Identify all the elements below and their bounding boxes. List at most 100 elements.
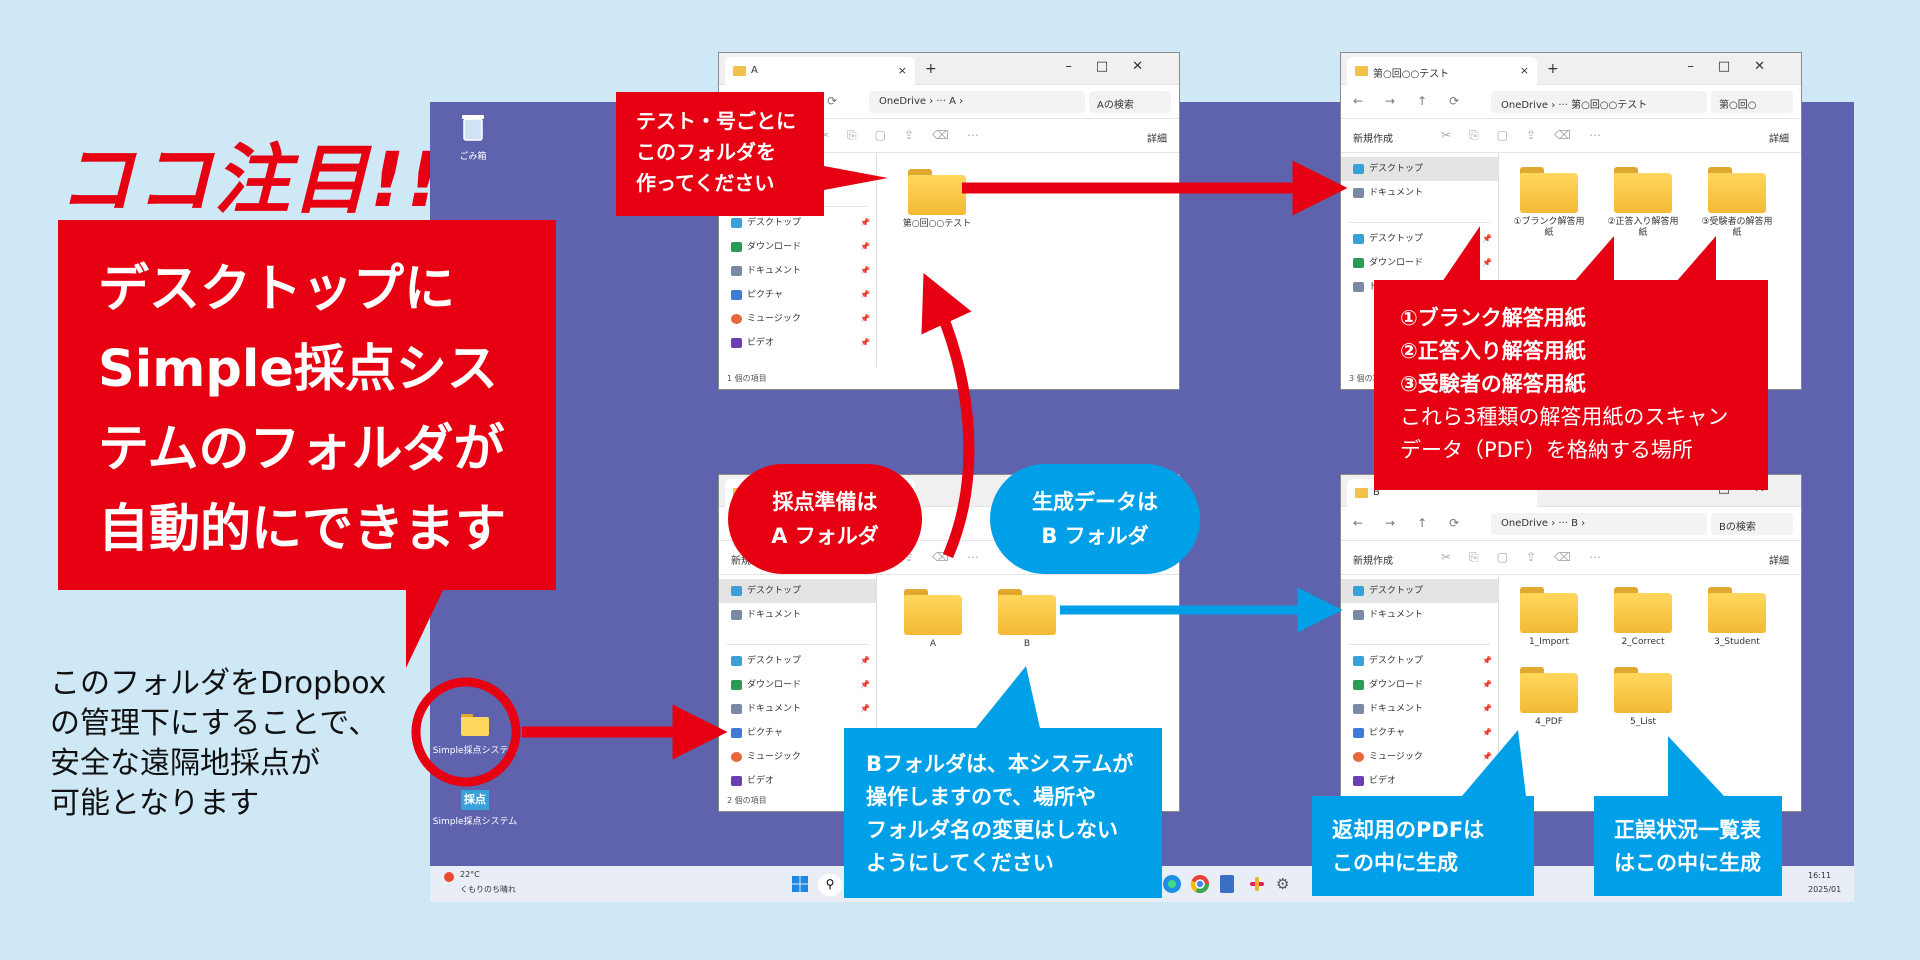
- nav-documents-tree[interactable]: ドキュメント: [719, 603, 876, 627]
- new-tab-button[interactable]: +: [1547, 61, 1559, 77]
- music-icon: [1353, 752, 1364, 762]
- pin-icon: 📌: [860, 290, 870, 299]
- nav-desktop-tree[interactable]: デスクトップ: [719, 579, 876, 603]
- picture-icon: [731, 728, 742, 738]
- address-bar[interactable]: OneDrive › ··· B ›: [1491, 513, 1707, 535]
- nav-desktop-tree[interactable]: デスクトップ: [1341, 157, 1498, 181]
- folder-a[interactable]: A: [895, 589, 971, 650]
- new-button[interactable]: 新規作成: [1353, 556, 1393, 567]
- nav-downloads[interactable]: ダウンロード📌: [1341, 673, 1498, 697]
- folder-icon: [908, 169, 966, 215]
- desktop-icon: [1353, 164, 1364, 174]
- new-tab-button[interactable]: +: [925, 61, 937, 77]
- nav-documents[interactable]: ドキュメント📌: [719, 697, 876, 721]
- nav-pictures[interactable]: ピクチャ📌: [719, 283, 876, 307]
- nav-buttons[interactable]: ←→↑⟳: [1353, 94, 1482, 108]
- desktop-icon: [731, 656, 742, 666]
- nav-downloads[interactable]: ダウンロード📌: [719, 235, 876, 259]
- search-box[interactable]: 第○回○: [1711, 91, 1793, 113]
- chrome-icon[interactable]: [1190, 874, 1210, 894]
- folder-icon: [1520, 587, 1578, 633]
- folder-import[interactable]: 1_Import: [1511, 587, 1587, 648]
- callout-b-warning-tail: [976, 666, 1040, 728]
- video-icon: [731, 776, 742, 786]
- new-button[interactable]: 新規作成: [1353, 134, 1393, 145]
- folder-b[interactable]: B: [989, 589, 1065, 650]
- folder-icon: [1614, 587, 1672, 633]
- nav-desktop[interactable]: デスクトップ📌: [1341, 649, 1498, 673]
- folder-test[interactable]: 第○回○○テスト: [899, 169, 975, 230]
- settings-gear-icon[interactable]: ⚙: [1276, 875, 1290, 893]
- app-badge: 採点: [461, 790, 489, 810]
- slack-icon[interactable]: [1248, 875, 1266, 893]
- pin-icon: 📌: [1482, 258, 1492, 267]
- edge-icon[interactable]: [1162, 874, 1182, 894]
- nav-downloads[interactable]: ダウンロード📌: [719, 673, 876, 697]
- start-button[interactable]: [792, 876, 808, 892]
- desktop-icon: [731, 586, 742, 596]
- toolbar-icons[interactable]: ✂⎘▢⇪⌫⋯: [1441, 550, 1620, 564]
- document-icon: [1353, 610, 1364, 620]
- toolbar-icons[interactable]: ✂⎘▢⇪⌫⋯: [819, 128, 998, 142]
- details-button[interactable]: 詳細: [1147, 134, 1167, 145]
- recycle-bin-label: ごみ箱: [459, 152, 487, 162]
- simple-app-label: Simple採点システム: [432, 817, 518, 827]
- folder-icon: [1614, 667, 1672, 713]
- folder-icon: [461, 714, 489, 736]
- address-bar[interactable]: OneDrive › ··· 第○回○○テスト: [1491, 91, 1707, 113]
- pin-icon: 📌: [1482, 704, 1492, 713]
- nav-music[interactable]: ミュージック📌: [719, 307, 876, 331]
- desktop-icon: [1353, 234, 1364, 244]
- details-button[interactable]: 詳細: [1769, 134, 1789, 145]
- nav-documents-tree[interactable]: ドキュメント: [1341, 181, 1498, 205]
- nav-buttons[interactable]: ←→↑⟳: [1353, 516, 1482, 530]
- weather-icon[interactable]: [444, 872, 454, 882]
- pin-icon: 📌: [860, 266, 870, 275]
- details-button[interactable]: 詳細: [1769, 556, 1789, 567]
- close-tab-icon[interactable]: ×: [1519, 64, 1529, 77]
- callout-list-tail: [1668, 736, 1724, 796]
- folder-icon: [1520, 167, 1578, 213]
- nav-documents-tree[interactable]: ドキュメント: [1341, 603, 1498, 627]
- titlebar[interactable]: A× + –□✕: [719, 53, 1179, 85]
- close-tab-icon[interactable]: ×: [897, 64, 907, 77]
- search-box[interactable]: Bの検索: [1711, 513, 1793, 535]
- command-bar: ✂⎘▢⇪⌫⋯ 詳細: [719, 119, 1179, 153]
- simple-folder-desktop-icon[interactable]: Simple採点システム: [430, 714, 520, 756]
- folder-icon: [1520, 667, 1578, 713]
- callout-three-types: ①ブランク解答用紙 ②正答入り解答用紙 ③受験者の解答用紙 これら3種類の解答用…: [1374, 280, 1768, 490]
- nav-documents[interactable]: ドキュメント📌: [719, 259, 876, 283]
- recycle-bin-icon[interactable]: ごみ箱: [428, 112, 518, 162]
- pin-icon: 📌: [1482, 680, 1492, 689]
- titlebar[interactable]: 第○回○○テスト× + –□✕: [1341, 53, 1801, 85]
- nav-downloads[interactable]: ダウンロード📌: [1341, 251, 1498, 275]
- nav-desktop[interactable]: デスクトップ📌: [719, 211, 876, 235]
- window-controls[interactable]: –□✕: [1687, 59, 1789, 74]
- folder-blank-sheets[interactable]: ①ブランク解答用紙: [1511, 167, 1587, 239]
- search-box[interactable]: Aの検索: [1089, 91, 1171, 113]
- folder-correct-sheets[interactable]: ②正答入り解答用紙: [1605, 167, 1681, 239]
- address-bar[interactable]: OneDrive › ··· A ›: [869, 91, 1085, 113]
- tab-a[interactable]: A×: [725, 57, 915, 85]
- nav-desktop[interactable]: デスクトップ📌: [1341, 227, 1498, 251]
- headline: ココ注目!!: [58, 135, 444, 224]
- nav-documents[interactable]: ドキュメント📌: [1341, 697, 1498, 721]
- music-icon: [731, 314, 742, 324]
- folder-label: A: [929, 639, 937, 649]
- address-bar-row: ←→↑⟳ OneDrive › ··· 第○回○○テスト 第○回○: [1341, 85, 1801, 119]
- folder-correct[interactable]: 2_Correct: [1605, 587, 1681, 648]
- nav-desktop[interactable]: デスクトップ📌: [719, 649, 876, 673]
- notepad-icon[interactable]: [1220, 875, 1234, 893]
- simple-app-desktop-icon[interactable]: 採点 Simple採点システム: [430, 790, 520, 827]
- highlight-circle: [411, 677, 521, 787]
- tab-test[interactable]: 第○回○○テスト×: [1347, 57, 1537, 85]
- window-controls[interactable]: –□✕: [1065, 59, 1167, 74]
- folder-student[interactable]: 3_Student: [1699, 587, 1775, 648]
- search-icon[interactable]: ⚲: [818, 874, 842, 896]
- toolbar-icons[interactable]: ✂⎘▢⇪⌫⋯: [1441, 128, 1620, 142]
- nav-desktop-tree[interactable]: デスクトップ: [1341, 579, 1498, 603]
- nav-videos[interactable]: ビデオ📌: [719, 331, 876, 355]
- folder-student-sheets[interactable]: ③受験者の解答用紙: [1699, 167, 1775, 239]
- folder-pdf[interactable]: 4_PDF: [1511, 667, 1587, 728]
- folder-list[interactable]: 5_List: [1605, 667, 1681, 728]
